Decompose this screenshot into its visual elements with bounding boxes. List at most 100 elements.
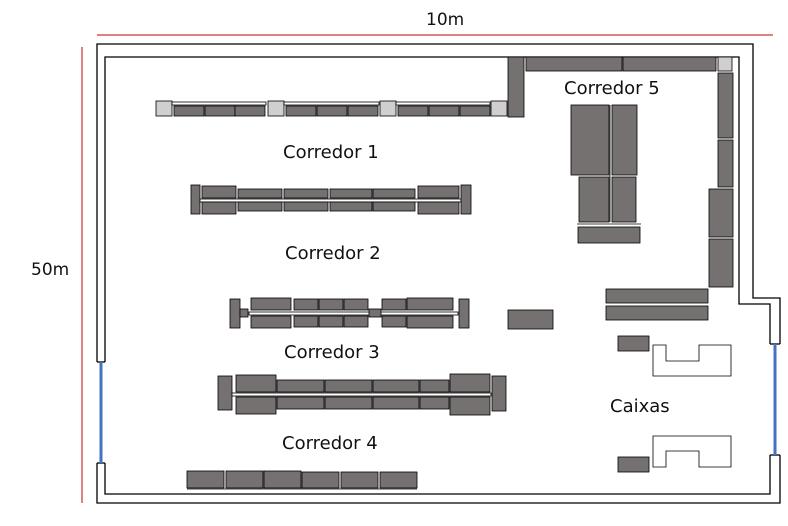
shelf-unit xyxy=(340,471,379,489)
shelf-unit xyxy=(293,315,319,328)
shelf-unit xyxy=(417,201,460,215)
shelf-unit xyxy=(428,105,460,117)
shelf-row-checkout xyxy=(605,288,709,321)
end-cap xyxy=(267,100,285,117)
shelf-unit xyxy=(379,471,418,489)
shelf-unit xyxy=(235,396,277,415)
shelf-unit xyxy=(276,379,325,393)
shelf-unit xyxy=(578,176,610,223)
shelf-unit xyxy=(301,471,340,489)
shelf-unit xyxy=(406,315,454,329)
shelf-unit xyxy=(263,470,302,489)
shelf-unit xyxy=(237,188,283,199)
end-cap xyxy=(460,184,472,215)
shelf-unit xyxy=(201,201,237,215)
checkout-counter xyxy=(652,344,732,377)
shelf-unit xyxy=(406,297,454,311)
shelf-rail xyxy=(199,198,462,203)
shelf-unit xyxy=(717,139,734,188)
shelf-unit xyxy=(372,379,420,393)
shelf-unit xyxy=(318,315,344,328)
shelf-unit xyxy=(324,396,373,410)
shelf-unit xyxy=(318,298,344,311)
shelf-unit xyxy=(419,379,450,393)
shelf-row-5-wall xyxy=(507,56,734,288)
aisle-label-5: Corredor 5 xyxy=(564,78,660,99)
cashier-desk xyxy=(617,335,650,352)
shelf-unit xyxy=(250,315,292,329)
aisle-label-1: Corredor 1 xyxy=(283,142,379,163)
shelf-unit xyxy=(329,201,373,212)
checkout-counter xyxy=(652,435,732,468)
shelf-unit xyxy=(368,308,382,318)
end-cap xyxy=(458,298,470,329)
shelf-unit xyxy=(316,105,348,117)
shelf-unit xyxy=(449,373,491,393)
end-cap xyxy=(717,56,733,72)
shelf-unit xyxy=(201,185,237,199)
shelf-unit xyxy=(577,226,641,244)
shelf-unit xyxy=(381,298,407,311)
shelf-unit xyxy=(459,105,491,117)
shelf-unit xyxy=(372,396,420,410)
shelf-unit xyxy=(173,105,205,117)
shelf-unit xyxy=(347,105,379,117)
shelf-row-2 xyxy=(190,184,472,215)
shelf-row-4 xyxy=(217,373,507,416)
width-dimension-label: 10m xyxy=(426,10,465,30)
shelf-unit xyxy=(343,315,369,328)
display-stand xyxy=(507,309,554,330)
store-walls xyxy=(96,43,781,504)
shelf-unit xyxy=(237,201,283,212)
shelf-unit xyxy=(570,104,610,176)
aisle-label-3: Corredor 3 xyxy=(284,342,380,363)
shelf-unit xyxy=(283,188,329,199)
shelf-unit xyxy=(605,288,709,304)
checkout-area xyxy=(617,335,732,473)
shelf-unit xyxy=(611,176,637,223)
shelf-unit xyxy=(234,105,266,117)
end-cap xyxy=(155,100,173,117)
shelf-unit xyxy=(622,56,717,72)
shelf-unit xyxy=(186,470,225,489)
shelf-unit xyxy=(417,185,460,199)
shelf-row-3 xyxy=(229,297,470,329)
end-cap xyxy=(217,375,233,411)
shelf-unit xyxy=(708,238,734,288)
shelf-unit xyxy=(381,315,407,328)
shelf-unit xyxy=(293,298,319,311)
shelf-rail xyxy=(283,101,380,106)
end-cap xyxy=(379,100,397,117)
shelf-unit xyxy=(419,396,450,410)
end-cap xyxy=(229,298,241,329)
shelf-unit xyxy=(611,104,638,176)
aisle-label-2: Corredor 2 xyxy=(285,243,381,264)
shelf-unit xyxy=(397,105,429,117)
shelf-unit xyxy=(283,201,329,212)
shelf-rail xyxy=(395,101,491,106)
end-cap xyxy=(190,184,201,215)
shelf-unit xyxy=(204,105,236,117)
shelf-rail xyxy=(239,308,249,318)
shelf-row-bottom xyxy=(186,470,418,490)
shelf-unit xyxy=(329,188,373,199)
shelf-unit xyxy=(372,188,416,199)
shelf-rail xyxy=(171,101,267,106)
shelf-unit xyxy=(276,396,325,410)
end-cap xyxy=(491,375,507,412)
shelf-unit xyxy=(285,105,317,117)
shelf-rail xyxy=(231,392,492,397)
height-dimension-label: 50m xyxy=(31,260,70,280)
checkout-label: Caixas xyxy=(610,396,670,417)
shelf-unit xyxy=(324,379,373,393)
shelf-unit xyxy=(708,188,734,238)
shelf-unit xyxy=(225,470,264,489)
shelf-unit xyxy=(507,56,525,118)
shelf-unit xyxy=(235,374,277,393)
shelf-unit xyxy=(250,297,292,311)
shelf-island-5 xyxy=(570,104,641,244)
shelf-unit xyxy=(605,305,709,321)
shelf-unit xyxy=(343,298,369,311)
shelf-unit xyxy=(717,72,734,139)
shelf-unit xyxy=(449,396,491,416)
